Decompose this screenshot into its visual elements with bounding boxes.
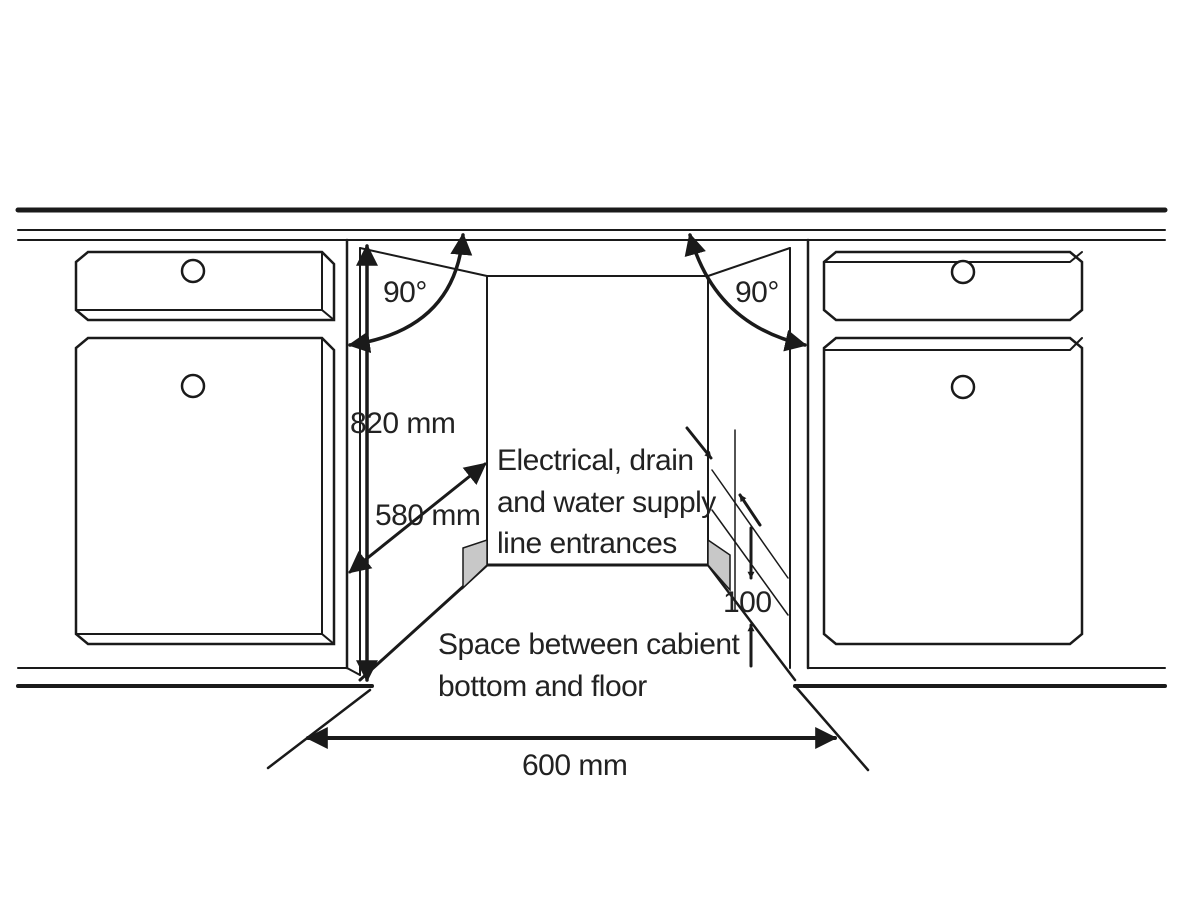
right-entrance-area — [707, 538, 731, 592]
entrances-label-line2: and water supply — [497, 486, 716, 519]
left-drawer — [74, 250, 336, 322]
gap-value-label: 100 — [723, 586, 772, 619]
right-drawer — [822, 250, 1084, 322]
left-drawer-knob-icon — [180, 258, 206, 284]
right-angle-label: 90° — [735, 276, 779, 309]
right-drawer-knob-icon — [950, 259, 976, 285]
left-cabinet — [16, 238, 374, 688]
depth-dimension-arrow — [348, 462, 487, 574]
entrances-label-line3: line entrances — [497, 527, 677, 560]
left-door-knob-icon — [180, 373, 206, 399]
left-door — [74, 336, 336, 646]
right-angle-arc — [684, 232, 808, 352]
right-cabinet — [789, 238, 1167, 688]
worktop — [15, 207, 1168, 241]
gap-dimension-arrows — [685, 426, 762, 668]
space-label-line1: Space between cabient — [438, 628, 741, 661]
entrances-label-line1: Electrical, drain — [497, 444, 694, 477]
right-door — [822, 336, 1084, 646]
right-door-knob-icon — [950, 374, 976, 400]
depth-label: 580 mm — [375, 499, 480, 532]
space-label-line2: bottom and floor — [438, 670, 647, 703]
height-label: 820 mm — [350, 407, 455, 440]
left-entrance-area — [462, 538, 488, 590]
left-angle-label: 90° — [383, 276, 427, 309]
width-label: 600 mm — [522, 749, 627, 782]
